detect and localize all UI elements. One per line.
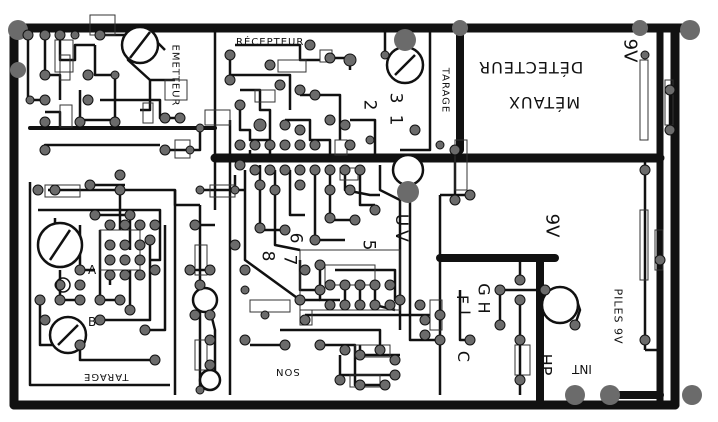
label-recepteur: RÉCEPTEUR xyxy=(236,37,305,48)
copper-traces xyxy=(26,28,672,395)
label-hp: HP xyxy=(536,353,556,376)
label-2: 2 xyxy=(359,99,380,111)
label-7: 7 xyxy=(279,254,300,266)
label-v: V xyxy=(390,230,411,242)
label-i: I xyxy=(454,310,474,315)
label-c: C xyxy=(454,350,474,363)
large-pads xyxy=(8,20,702,405)
label-f: F xyxy=(453,294,473,305)
label-b: B xyxy=(88,315,97,329)
label-tarage-vertical: TARAGE xyxy=(439,67,451,114)
label-detecteur-line2: MÉTAUX xyxy=(508,93,581,112)
label-9v-top: 9V xyxy=(619,38,641,63)
label-3: 3 xyxy=(385,92,406,104)
pads xyxy=(22,29,676,395)
label-u: U xyxy=(391,213,412,227)
label-a: A xyxy=(88,263,97,277)
label-son: SON xyxy=(275,366,300,377)
trimmer-wipers xyxy=(48,31,416,346)
label-emetteur: EMETTEUR xyxy=(169,44,181,107)
label-9v-mid: 9V xyxy=(541,213,563,238)
label-8: 8 xyxy=(257,250,278,262)
label-h: H xyxy=(474,301,494,314)
label-int: INT xyxy=(572,362,592,376)
label-piles-9v: PILES 9V xyxy=(611,288,625,345)
trimmer-potentiometers xyxy=(36,25,580,392)
label-g: G xyxy=(474,283,494,296)
label-detecteur-line1: DÉTECTEUR xyxy=(478,58,584,77)
label-5: 5 xyxy=(358,239,379,251)
label-6: 6 xyxy=(285,232,306,244)
label-1: 1 xyxy=(385,114,406,126)
label-tarage-bottom: TARAGE xyxy=(83,371,129,382)
transistor-outline xyxy=(55,277,71,293)
